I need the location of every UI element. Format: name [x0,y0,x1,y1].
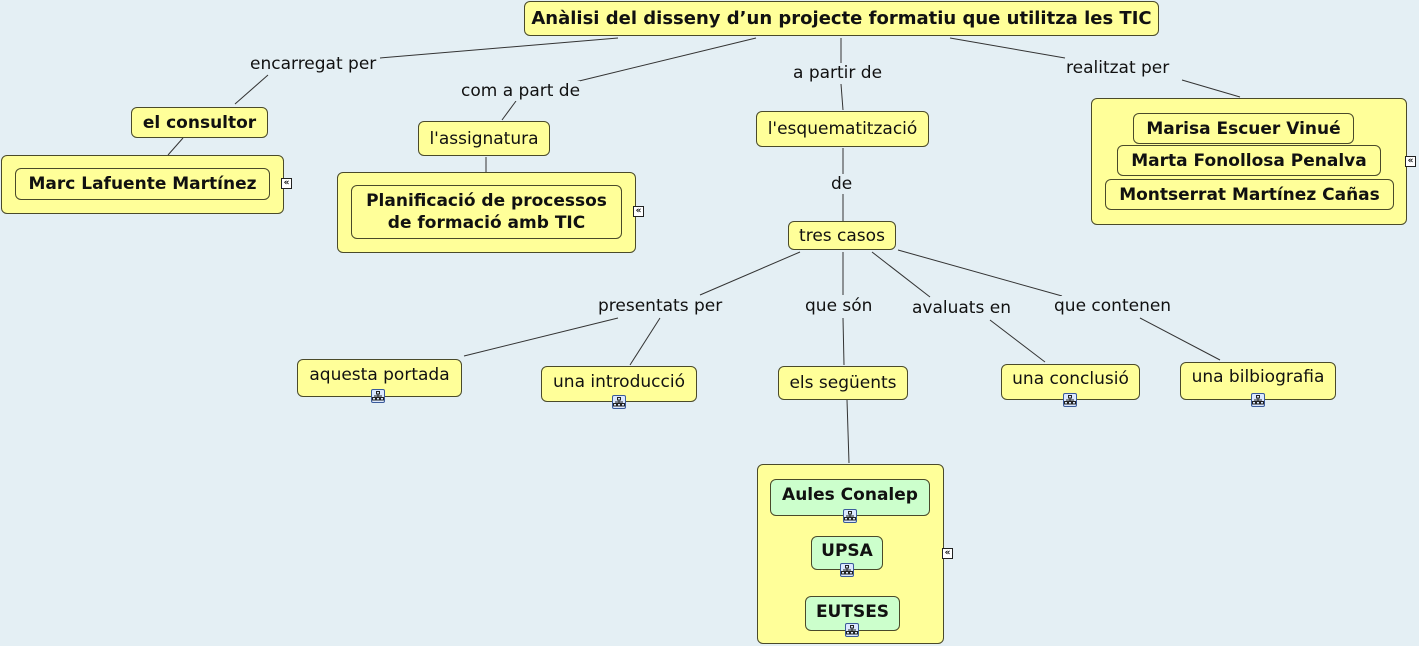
node-planificacio[interactable]: Planificació de processos de formació am… [351,185,622,239]
link-que-contenen: que contenen [1054,296,1172,316]
node-marc-lafuente[interactable]: Marc Lafuente Martínez [15,168,270,200]
node-marisa-escuer[interactable]: Marisa Escuer Vinué [1133,113,1354,144]
link-de: de [831,174,853,194]
expand-autores-icon[interactable]: « [1405,156,1416,167]
submap-aules-conalep-icon[interactable] [843,509,857,523]
node-montserrat-martinez[interactable]: Montserrat Martínez Cañas [1105,179,1394,210]
planificacio-line-2: de formació amb TIC [387,213,586,233]
submap-bibliografia-icon[interactable] [1251,393,1265,407]
node-tres-casos[interactable]: tres casos [788,221,896,250]
expand-consultor-icon[interactable]: « [281,178,292,189]
submap-conclusio-icon[interactable] [1063,393,1077,407]
link-realitzat-per: realitzat per [1066,58,1170,78]
node-una-bilbiografia[interactable]: una bilbiografia [1180,362,1336,400]
submap-introduccio-icon[interactable] [612,395,626,409]
map-title[interactable]: Anàlisi del disseny d’un projecte format… [524,1,1159,36]
link-que-son: que són [805,296,873,316]
expand-casos-icon[interactable]: « [942,548,953,559]
link-avaluats-en: avaluats en [912,298,1011,318]
expand-assignatura-icon[interactable]: « [633,206,644,217]
submap-eutses-icon[interactable] [845,623,859,637]
node-una-introduccio[interactable]: una introducció [541,366,697,402]
node-esquematitzacio[interactable]: l'esquematització [756,111,929,147]
node-els-seguents[interactable]: els següents [778,366,908,400]
node-assignatura[interactable]: l'assignatura [418,121,550,156]
node-marta-fonollosa[interactable]: Marta Fonollosa Penalva [1117,145,1381,176]
submap-portada-icon[interactable] [371,389,385,403]
link-com-a-part-de: com a part de [461,81,581,101]
node-el-consultor[interactable]: el consultor [131,107,268,138]
link-a-partir-de: a partir de [793,63,883,83]
submap-upsa-icon[interactable] [840,563,854,577]
planificacio-line-1: Planificació de processos [366,191,607,211]
link-presentats-per: presentats per [598,296,723,316]
link-encarregat-per: encarregat per [250,54,377,74]
